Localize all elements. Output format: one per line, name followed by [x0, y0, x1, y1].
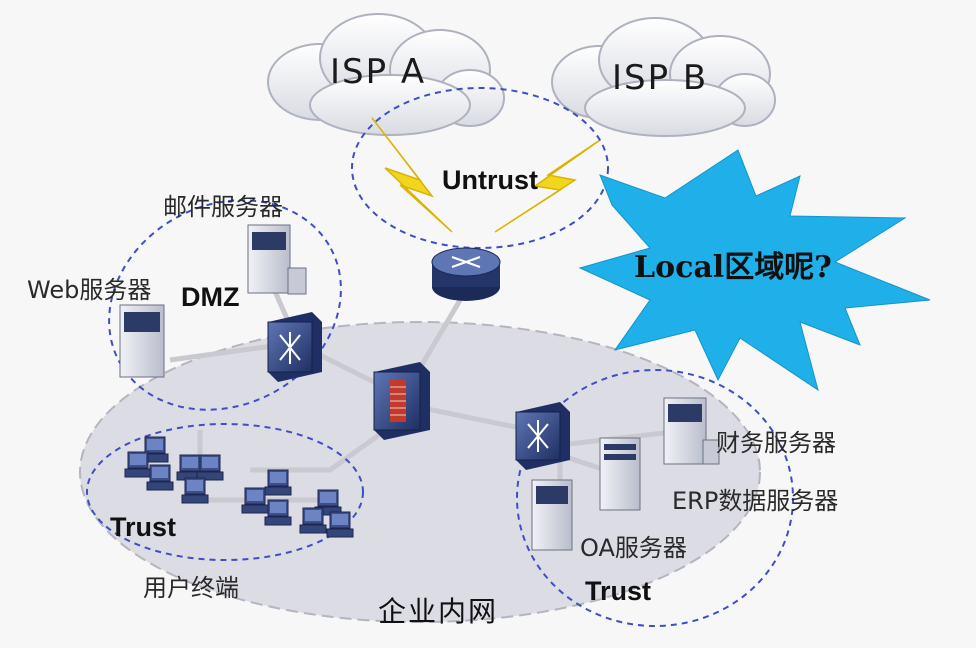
trust-switch-icon: [515, 402, 570, 470]
dmz-switch-icon: [267, 312, 322, 382]
isp-b-label: ISP B: [612, 58, 709, 98]
finance-server-label: 财务服务器: [716, 429, 836, 457]
mail-server-icon: [247, 224, 307, 295]
dmz-zone-label: DMZ: [181, 282, 240, 312]
local-zone-question: Local区域呢?: [634, 250, 832, 285]
router-icon: [431, 247, 501, 301]
local-burst: [578, 149, 931, 392]
erp-server-label: ERP数据服务器: [672, 487, 839, 515]
isp-a-label: ISP A: [330, 52, 427, 92]
erp-server-icon: [599, 437, 641, 511]
cloud-isp-a: [267, 13, 505, 136]
web-server-label: Web服务器: [27, 276, 152, 304]
zone-untrust: [351, 87, 609, 249]
web-server-icon: [119, 304, 165, 378]
oa-server-icon: [531, 479, 573, 551]
intranet-area: [79, 321, 761, 623]
zone-dmz: [108, 199, 342, 411]
oa-server-label: OA服务器: [580, 534, 687, 562]
finance-server-icon: [663, 397, 720, 465]
mail-server-label: 邮件服务器: [163, 193, 283, 221]
lightning-isp-b: [494, 139, 601, 233]
lightning-isp-a: [371, 117, 453, 233]
firewall-icon: [373, 362, 430, 440]
cloud-isp-b: [551, 17, 776, 137]
user-terminal-label: 用户终端: [143, 574, 239, 602]
intranet-label: 企业内网: [378, 595, 499, 628]
untrust-zone-label: Untrust: [442, 165, 538, 195]
zone-trust-right: [516, 369, 794, 627]
trust-zone-label-left: Trust: [110, 512, 177, 542]
trust-zone-label-right: Trust: [585, 576, 652, 606]
zone-trust-left: [86, 423, 364, 561]
